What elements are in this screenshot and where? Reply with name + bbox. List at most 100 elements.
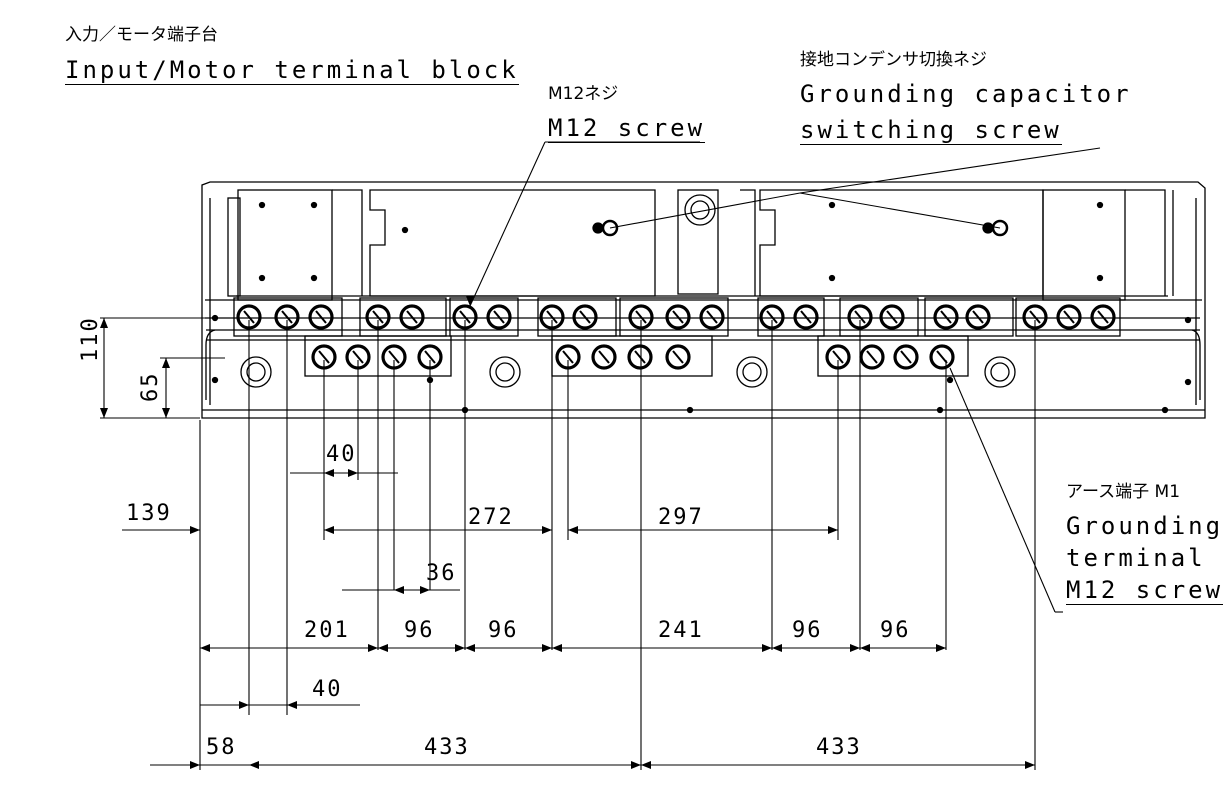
dimension-arrow (368, 644, 378, 652)
dimension-arrow (631, 761, 641, 769)
terminal-screw-slot (832, 350, 844, 364)
mounting-hole (742, 362, 762, 382)
small-hole (946, 376, 954, 384)
dimension-arrow (249, 761, 259, 769)
dim-433-left: 433 (424, 735, 470, 760)
dimension-arrow (394, 586, 404, 594)
dimension-arrow (850, 644, 860, 652)
dim-241: 241 (658, 618, 704, 643)
dim-36: 36 (426, 561, 457, 586)
dim-139: 139 (126, 501, 172, 526)
dim-40-bottom: 40 (312, 677, 343, 702)
leader-line (469, 141, 546, 307)
mounting-hole (246, 362, 266, 382)
terminal-screw (665, 304, 691, 330)
terminal-screw (933, 304, 959, 330)
dimension-arrow (162, 408, 170, 418)
terminal-screw (929, 344, 955, 370)
terminal-screw-slot (854, 310, 866, 324)
dim-96-b: 96 (488, 618, 519, 643)
dimension-arrow (1025, 761, 1035, 769)
small-hole (1184, 316, 1192, 324)
terminal-screw-slot (562, 350, 574, 364)
dimension-arrow (455, 644, 465, 652)
dimension-arrow (828, 526, 838, 534)
dim-110: 110 (78, 316, 103, 362)
mounting-hole (489, 356, 521, 388)
terminal-screw (591, 344, 617, 370)
dimension-arrow (200, 644, 210, 652)
small-hole (1161, 406, 1169, 414)
mounting-hole (240, 356, 272, 388)
terminal-screw-slot (406, 310, 418, 324)
terminal-screw-slot (886, 310, 898, 324)
terminal-screw (879, 304, 905, 330)
dimension-arrow (936, 644, 946, 652)
capacitor-switching-screw (982, 222, 994, 234)
terminal-screw-slot (766, 310, 778, 324)
terminal-screw (1090, 304, 1116, 330)
dim-96-c: 96 (792, 618, 823, 643)
dimension-arrow (190, 761, 200, 769)
leader-line (799, 192, 1001, 229)
dim-96-d: 96 (880, 618, 911, 643)
small-hole (258, 274, 266, 282)
dimension-arrow (860, 644, 870, 652)
cap-label-en2: switching screw (800, 116, 1062, 145)
dim-433-right: 433 (816, 735, 862, 760)
terminal-screw-slot (546, 310, 558, 324)
mounting-hole (736, 356, 768, 388)
terminal-screw-slot (936, 350, 948, 364)
terminal-screw (627, 344, 653, 370)
dimension-arrow (762, 644, 772, 652)
terminal-screw-slot (900, 350, 912, 364)
dim-58: 58 (206, 735, 237, 760)
leader-line (799, 147, 1101, 194)
small-hole (828, 274, 836, 282)
terminal-block-body (201, 181, 1206, 419)
earth-label-jp: アース端子 M1 (1066, 482, 1181, 502)
small-hole (828, 201, 836, 209)
terminal-screw-slot (1063, 310, 1075, 324)
mounting-hole (984, 356, 1016, 388)
dimension-arrow (552, 644, 562, 652)
terminal-screw-slot (388, 350, 400, 364)
terminal-screw (572, 304, 598, 330)
dimension-arrow (378, 644, 388, 652)
dimension-arrow (190, 526, 200, 534)
small-hole (1096, 201, 1104, 209)
terminal-screw-slot (706, 310, 718, 324)
dim-201: 201 (304, 618, 350, 643)
terminal-screw (399, 304, 425, 330)
terminal-screw (699, 304, 725, 330)
capacitor-switching-screw (592, 222, 604, 234)
dimension-arrow (542, 526, 552, 534)
dim-272: 272 (468, 505, 514, 530)
dimension-arrow (324, 526, 334, 534)
small-hole (211, 376, 219, 384)
m12-label-jp: M12ネジ (548, 84, 619, 104)
terminal-screw (965, 304, 991, 330)
dim-65: 65 (138, 371, 163, 403)
terminal-screw-slot (634, 350, 646, 364)
dimension-arrow (348, 469, 358, 477)
terminal-screw-slot (598, 350, 610, 364)
terminal-screw (665, 344, 691, 370)
small-hole (258, 201, 266, 209)
dimension-arrow (287, 701, 297, 709)
earth-label-en1: Grounding (1066, 512, 1223, 540)
terminal-screw-slot (318, 350, 330, 364)
earth-label-en3: M12 screw (1066, 576, 1223, 605)
terminal-screw-slot (459, 310, 471, 324)
terminal-screw-slot (972, 310, 984, 324)
cap-label-en1: Grounding capacitor (800, 80, 1132, 108)
leader-line (609, 192, 801, 229)
terminal-screw (486, 304, 512, 330)
small-hole (686, 406, 694, 414)
dim-96-a: 96 (404, 618, 435, 643)
terminal-screw-slot (1029, 310, 1041, 324)
small-hole (401, 226, 409, 234)
small-hole (936, 406, 944, 414)
dimension-arrow (239, 701, 249, 709)
small-hole (1184, 378, 1192, 386)
